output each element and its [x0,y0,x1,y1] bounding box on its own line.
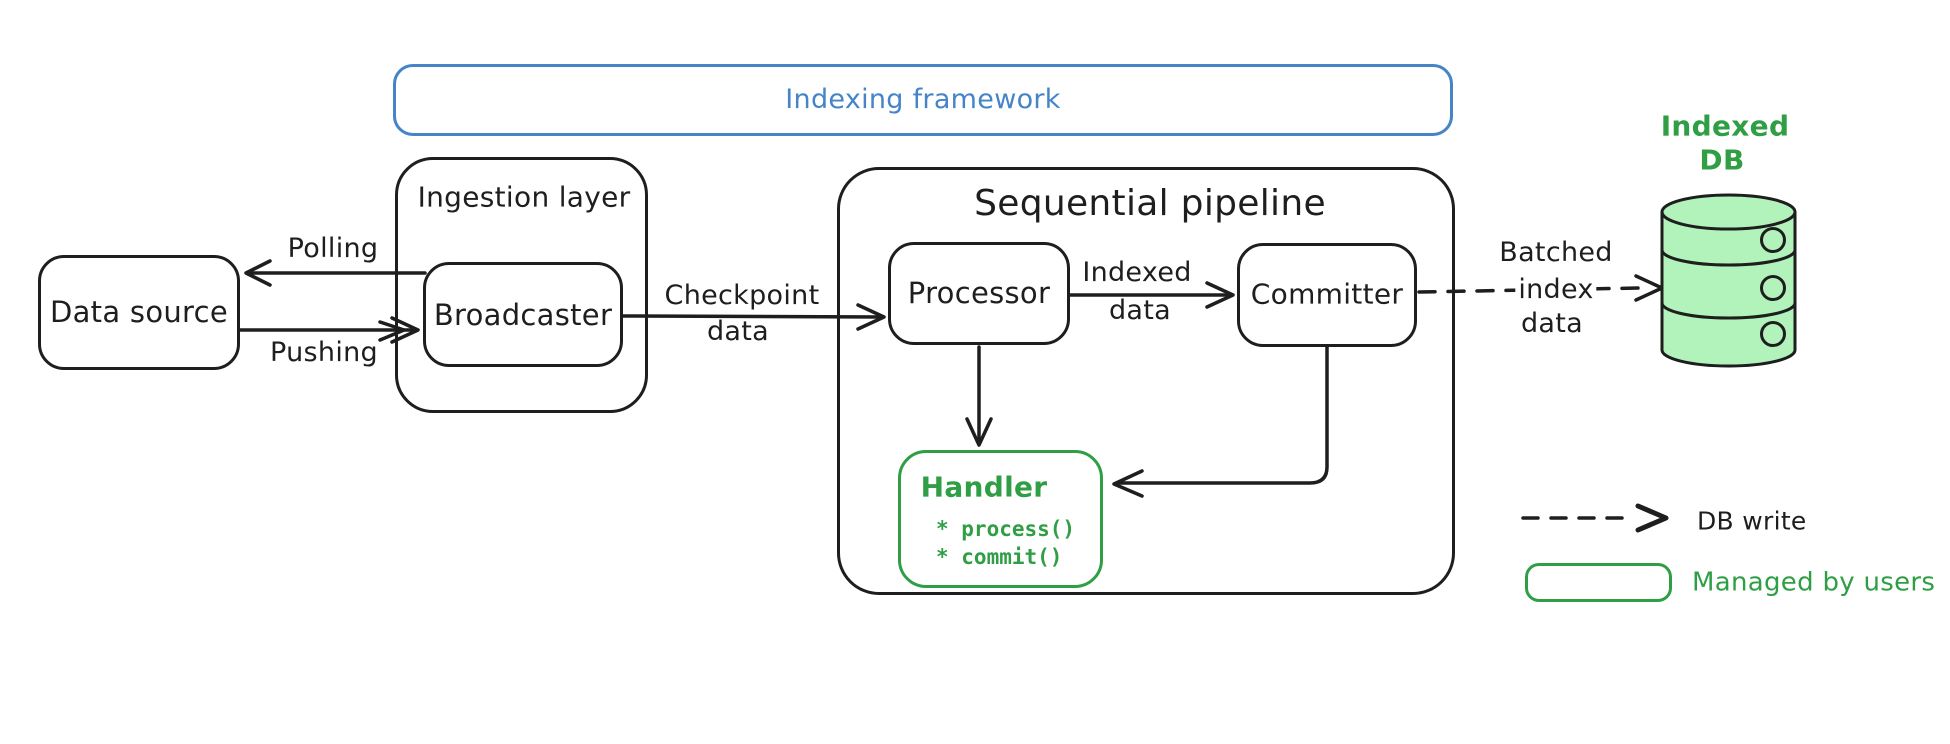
checkpoint-label-line1: Checkpoint [664,280,820,312]
data-source-label: Data source [49,295,229,330]
handler-method-process: * process() [936,517,1076,541]
legend-db-write-arrow [1521,503,1669,533]
sequential-pipeline-title: Sequential pipeline [974,183,1326,225]
broadcaster-label: Broadcaster [433,298,613,333]
indexing-framework-frame [393,64,1453,136]
data-source-node [38,255,240,370]
pushing-arrow [238,316,420,344]
batched-label-line3: data [1517,309,1587,339]
legend-managed-box [1525,563,1672,602]
batched-label-line1: Batched [1496,238,1616,268]
batched-label-line2: index [1515,275,1597,305]
indexed-data-label-line2: data [1108,295,1172,327]
sequential-pipeline-container [837,167,1455,595]
committer-to-handler-arrow [1112,345,1329,498]
handler-method-commit: * commit() [936,545,1063,569]
ingestion-layer-container [395,157,648,413]
indexed-data-label-line1: Indexed [1082,257,1192,289]
legend-db-write-label: DB write [1697,506,1807,536]
processor-label: Processor [907,276,1051,311]
broadcaster-node [423,262,623,367]
handler-title: Handler [920,470,1048,504]
indexed-db-label-line2: DB [1699,143,1745,177]
indexed-db-label-line1: Indexed [1660,109,1790,143]
legend-managed-label: Managed by users [1692,567,1936,598]
handler-node [898,450,1103,588]
ingestion-layer-label: Ingestion layer [417,180,631,214]
indexed-data-arrow [1068,281,1235,309]
processor-node [888,242,1070,345]
indexing-framework-title: Indexing framework [785,84,1061,116]
pushing-label: Pushing [270,337,378,369]
checkpoint-data-arrow [621,303,886,331]
checkpoint-label-line2: data [706,316,770,348]
committer-label: Committer [1250,277,1404,311]
polling-arrow [244,259,427,287]
processor-to-handler-arrow [965,345,993,447]
polling-label: Polling [287,233,379,265]
database-icon [1660,193,1797,368]
